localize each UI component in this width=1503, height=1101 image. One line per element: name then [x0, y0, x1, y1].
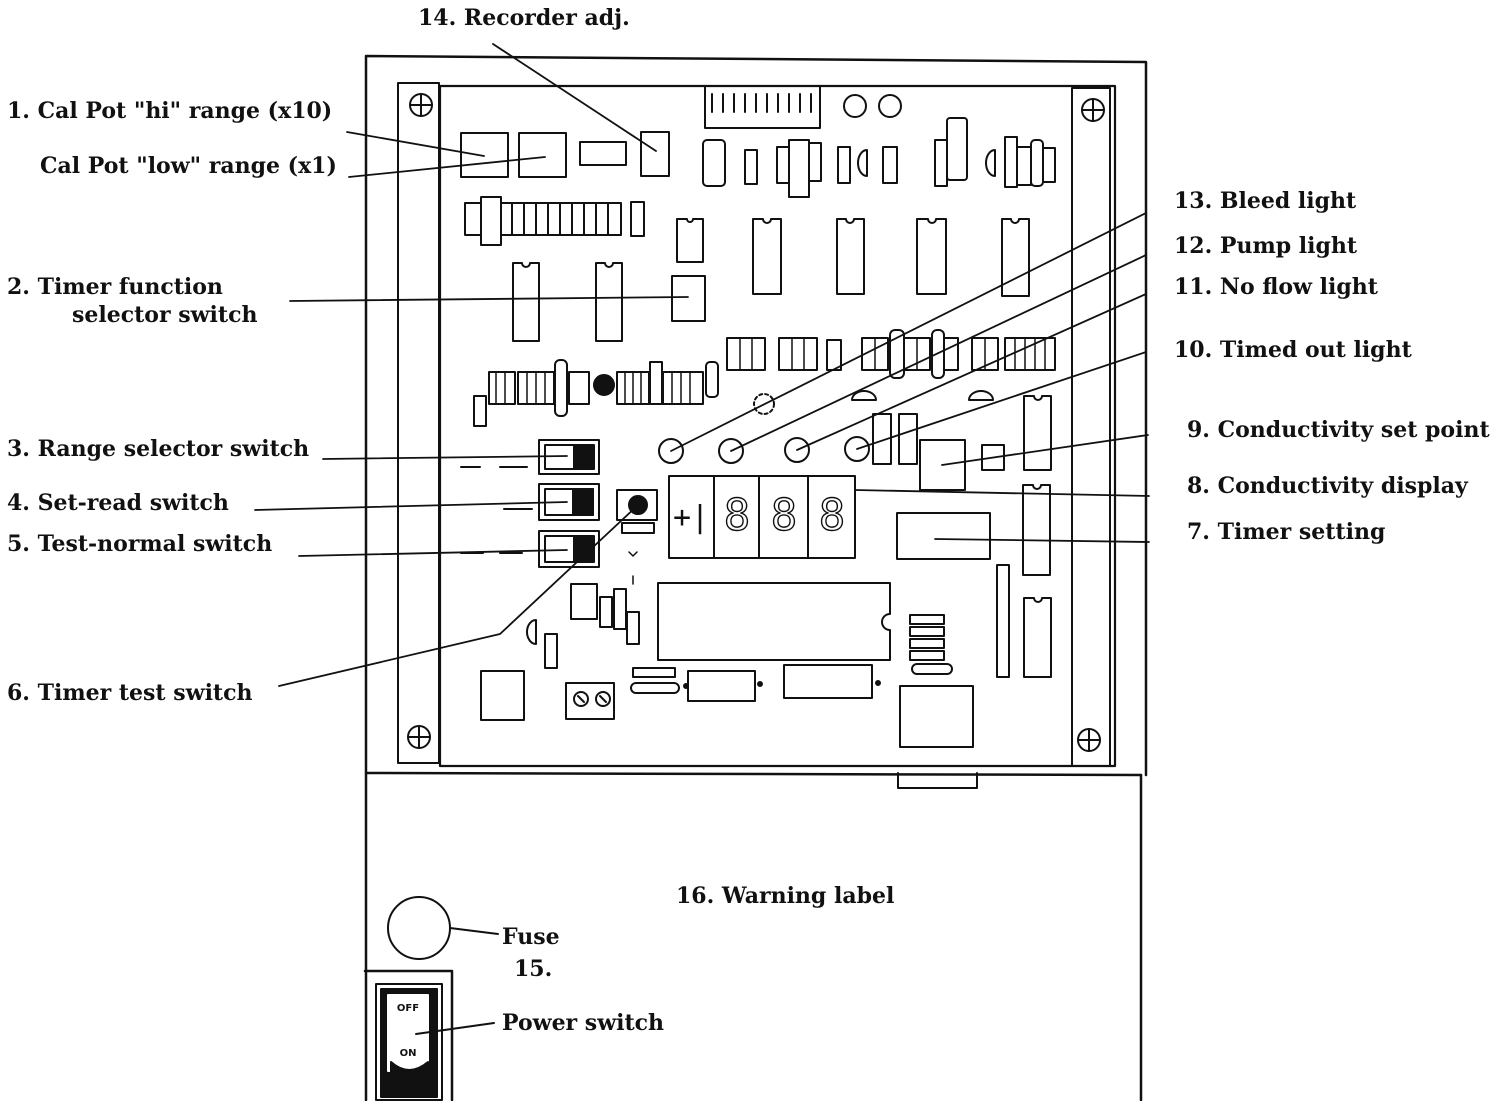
recorder-adj-component: [640, 131, 670, 177]
bottom-panel: OFF ON: [363, 896, 499, 1101]
indicator-dot: [593, 374, 615, 396]
component-row-top: [702, 117, 1056, 198]
label-conductivity-set-point: 9. Conductivity set point: [1187, 417, 1490, 443]
misc-components: [753, 390, 1005, 491]
leader-cal-pot-low: [348, 156, 546, 178]
conductivity-display: +| 8 8 8: [668, 475, 856, 559]
label-no-flow-light: 11. No flow light: [1174, 274, 1378, 300]
components-lower-middle: [683, 614, 974, 748]
label-timer-setting: 7. Timer setting: [1187, 519, 1386, 545]
power-switch-on: ON: [400, 1048, 417, 1059]
display-sign: +|: [673, 500, 709, 535]
timer-function-switch-component: [671, 275, 706, 322]
set-point-pot-component: [919, 439, 966, 491]
slide-switches: [460, 439, 600, 568]
label-bleed-light: 13. Bleed light: [1174, 188, 1357, 214]
timed-out-light: [844, 436, 870, 462]
fuse-leader: [449, 927, 499, 935]
leader-pump-light: [730, 254, 1147, 452]
leader-display: [854, 489, 1150, 497]
display-digit-3: 8: [819, 490, 846, 541]
leader-bleed-light: [670, 212, 1147, 452]
leader-no-flow-light: [796, 293, 1147, 451]
timer-setting-component: [896, 512, 991, 560]
components-lower-left: [480, 583, 680, 721]
label-item-15: 15.: [514, 956, 553, 982]
leader-range-selector: [322, 455, 568, 460]
no-flow-light: [784, 437, 810, 463]
mounting-screw-icons: [407, 93, 1105, 752]
screw-icon: [1077, 728, 1101, 752]
label-power-switch: Power switch: [502, 1010, 665, 1036]
label-timer-function: 2. Timer function: [7, 274, 223, 300]
leader-lines: [254, 43, 1150, 687]
label-warning: 16. Warning label: [676, 883, 895, 909]
label-recorder-adj: 14. Recorder adj.: [418, 5, 630, 31]
ribbon-connector: [704, 85, 902, 129]
test-normal-switch: [460, 530, 600, 568]
resistor-array-upper: [464, 196, 645, 246]
leader-set-read: [254, 501, 568, 511]
display-digit-2: 8: [771, 490, 798, 541]
label-timed-out-light: 10. Timed out light: [1174, 337, 1412, 363]
cal-pots: [460, 131, 670, 178]
label-cal-pot-hi: 1. Cal Pot "hi" range (x10): [7, 98, 333, 124]
label-fuse: Fuse: [502, 924, 560, 950]
leader-timer-setting: [934, 538, 1150, 543]
leader-timer-test: [278, 505, 638, 687]
screw-icon: [409, 93, 433, 117]
enclosure: [364, 54, 1148, 1101]
screw-icon: [407, 725, 431, 749]
label-timer-function-2: selector switch: [72, 302, 258, 328]
bleed-light: [658, 438, 684, 464]
leader-test-normal: [298, 549, 568, 557]
label-timer-test: 6. Timer test switch: [7, 680, 253, 706]
label-range-selector: 3. Range selector switch: [7, 436, 310, 462]
label-pump-light: 12. Pump light: [1174, 233, 1358, 259]
label-set-read: 4. Set-read switch: [7, 490, 229, 516]
pump-light: [718, 438, 744, 464]
resistor-row-middle: [473, 329, 1056, 427]
integrated-circuits: [512, 218, 1052, 678]
fuse-holder: [387, 896, 451, 960]
leader-set-point: [941, 434, 1149, 466]
leader-timed-out-light: [856, 351, 1147, 450]
power-switch-leader: [415, 1022, 495, 1035]
leader-recorder-adj: [492, 43, 657, 152]
label-test-normal: 5. Test-normal switch: [7, 531, 273, 557]
screw-icon: [1081, 98, 1105, 122]
cal-pot-low-component: [518, 132, 567, 178]
label-conductivity-display: 8. Conductivity display: [1187, 473, 1468, 499]
cal-pot-hi-component: [460, 132, 509, 178]
label-cal-pot-low: Cal Pot "low" range (x1): [40, 153, 337, 179]
leader-cal-pot-hi: [346, 131, 485, 157]
leader-timer-function: [289, 296, 689, 302]
power-switch-off: OFF: [397, 1003, 419, 1014]
timer-test-switch-component: [616, 489, 658, 585]
power-switch-bezel: [375, 983, 443, 1101]
indicator-lights: [658, 436, 870, 464]
main-ic-chip: [657, 582, 891, 661]
display-digit-1: 8: [724, 490, 751, 541]
